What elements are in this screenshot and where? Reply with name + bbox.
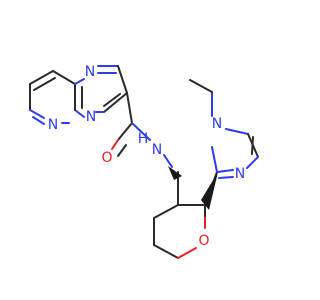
atom-o-ring: O (198, 233, 209, 249)
bond (74, 109, 85, 118)
atom-n-pyridazine: N (48, 117, 58, 133)
atom-labels: N N N N H O N N O (48, 64, 245, 249)
bond (216, 169, 234, 173)
bond-double (103, 93, 121, 107)
bond (153, 244, 179, 259)
bond (111, 139, 119, 150)
atom-n-imidazo: N (85, 64, 95, 80)
bond (246, 156, 259, 169)
atom-n-amide: N (152, 142, 162, 158)
atom-n-ethyl: N (212, 116, 222, 132)
bond-double (117, 144, 127, 157)
bond (74, 78, 85, 85)
bond (29, 70, 54, 85)
atom-o-carbonyl: O (101, 150, 112, 166)
bond (225, 128, 249, 135)
stereo-bonds (168, 166, 218, 210)
bond (126, 92, 133, 124)
bonds (29, 65, 259, 259)
bond-double (218, 176, 234, 179)
bond-double (251, 136, 254, 155)
bond-double (33, 77, 56, 91)
bond (103, 92, 128, 113)
bond (117, 65, 128, 94)
bond (131, 122, 151, 141)
atom-n-bridge: N (86, 109, 96, 125)
bond (29, 109, 45, 119)
bond (52, 70, 76, 85)
atom-h-amide: H (138, 131, 149, 147)
bond (117, 122, 133, 141)
molecule-structure: N N N N H O N N O (29, 64, 259, 259)
atom-n-imidazole: N (235, 166, 245, 182)
bond (177, 247, 197, 259)
bond (163, 154, 173, 168)
wedge-bond (168, 166, 182, 180)
bond (211, 146, 218, 173)
wedge-bond (201, 172, 218, 210)
bond-double (32, 116, 45, 125)
bond (189, 79, 213, 93)
bond (153, 204, 179, 219)
